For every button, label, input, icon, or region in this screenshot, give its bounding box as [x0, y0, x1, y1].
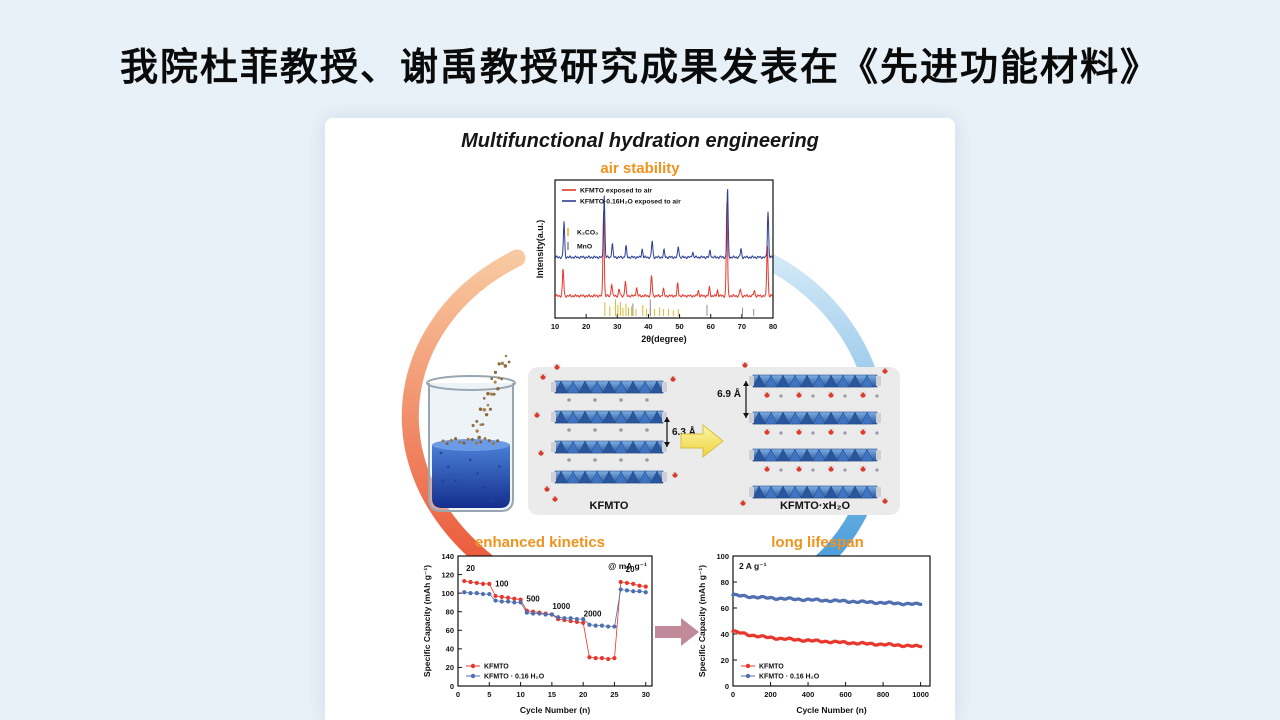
- svg-text:40: 40: [721, 630, 729, 639]
- svg-text:100: 100: [716, 552, 729, 561]
- section-label-long-lifespan: long lifespan: [771, 534, 864, 551]
- svg-text:0: 0: [450, 682, 454, 691]
- svg-text:20: 20: [626, 565, 635, 574]
- svg-text:400: 400: [802, 690, 815, 699]
- svg-text:120: 120: [441, 570, 454, 579]
- svg-text:40: 40: [644, 322, 652, 331]
- svg-text:Intensity(a.u.): Intensity(a.u.): [535, 220, 545, 279]
- svg-text:KFMTO · 0.16 H₂O: KFMTO · 0.16 H₂O: [484, 674, 545, 681]
- svg-text:Cycle Number (n): Cycle Number (n): [796, 705, 867, 715]
- svg-text:Cycle Number (n): Cycle Number (n): [520, 705, 591, 715]
- svg-text:5: 5: [487, 690, 491, 699]
- svg-text:100: 100: [495, 580, 509, 589]
- svg-text:2θ(degree): 2θ(degree): [641, 334, 686, 344]
- section-label-enhanced-kinetics: enhanced kinetics: [474, 534, 606, 551]
- svg-text:25: 25: [610, 690, 618, 699]
- svg-text:2000: 2000: [584, 609, 602, 618]
- svg-text:80: 80: [721, 578, 729, 587]
- svg-text:20: 20: [721, 656, 729, 665]
- svg-text:KFMTO·0.16H₂O exposed to air: KFMTO·0.16H₂O exposed to air: [580, 199, 681, 206]
- svg-text:KFMTO·xH₂O: KFMTO·xH₂O: [780, 500, 851, 512]
- svg-text:500: 500: [526, 595, 540, 604]
- svg-text:20: 20: [582, 322, 590, 331]
- svg-text:6.9 Å: 6.9 Å: [717, 387, 741, 400]
- svg-text:80: 80: [769, 322, 777, 331]
- svg-text:@ mA g⁻¹: @ mA g⁻¹: [608, 561, 647, 571]
- svg-text:1000: 1000: [552, 602, 570, 611]
- svg-text:10: 10: [516, 690, 524, 699]
- svg-text:KFMTO exposed to air: KFMTO exposed to air: [580, 188, 652, 195]
- section-label-air-stability: air stability: [600, 160, 680, 177]
- svg-text:60: 60: [721, 604, 729, 613]
- svg-text:10: 10: [551, 322, 559, 331]
- svg-text:60: 60: [707, 322, 715, 331]
- svg-text:20: 20: [466, 564, 475, 573]
- svg-text:KFMTO: KFMTO: [590, 500, 629, 512]
- svg-text:140: 140: [441, 552, 454, 561]
- svg-text:20: 20: [579, 690, 587, 699]
- svg-text:KFMTO: KFMTO: [484, 664, 509, 671]
- svg-text:200: 200: [764, 690, 777, 699]
- figure-title: Multifunctional hydration engineering: [461, 130, 819, 152]
- svg-text:800: 800: [877, 690, 890, 699]
- svg-text:0: 0: [456, 690, 460, 699]
- svg-text:1000: 1000: [912, 690, 929, 699]
- svg-text:0: 0: [731, 690, 735, 699]
- xrd-chart: 10 20 30 40 50 60 70 80 2θ(degree) Intensity(a.u.…: [535, 179, 777, 344]
- svg-text:600: 600: [839, 690, 852, 699]
- svg-text:60: 60: [446, 626, 454, 635]
- svg-text:K₂CO₃: K₂CO₃: [577, 230, 598, 237]
- svg-text:KFMTO: KFMTO: [759, 664, 784, 671]
- svg-text:MnO: MnO: [577, 244, 592, 251]
- svg-text:40: 40: [446, 645, 454, 654]
- svg-text:15: 15: [548, 690, 556, 699]
- svg-text:KFMTO · 0.16 H₂O: KFMTO · 0.16 H₂O: [759, 674, 820, 681]
- svg-text:20: 20: [446, 663, 454, 672]
- svg-text:70: 70: [738, 322, 746, 331]
- svg-text:0: 0: [725, 682, 729, 691]
- svg-text:100: 100: [441, 589, 454, 598]
- svg-text:30: 30: [642, 690, 650, 699]
- svg-text:30: 30: [613, 322, 621, 331]
- svg-text:Specific Capacity (mAh g⁻¹): Specific Capacity (mAh g⁻¹): [697, 565, 707, 677]
- svg-text:Specific Capacity (mAh g⁻¹): Specific Capacity (mAh g⁻¹): [422, 565, 432, 677]
- svg-text:2 A g⁻¹: 2 A g⁻¹: [739, 561, 767, 571]
- svg-text:50: 50: [675, 322, 683, 331]
- svg-text:80: 80: [446, 608, 454, 617]
- slide-title: 我院杜菲教授、谢禹教授研究成果发表在《先进功能材料》: [119, 47, 1160, 89]
